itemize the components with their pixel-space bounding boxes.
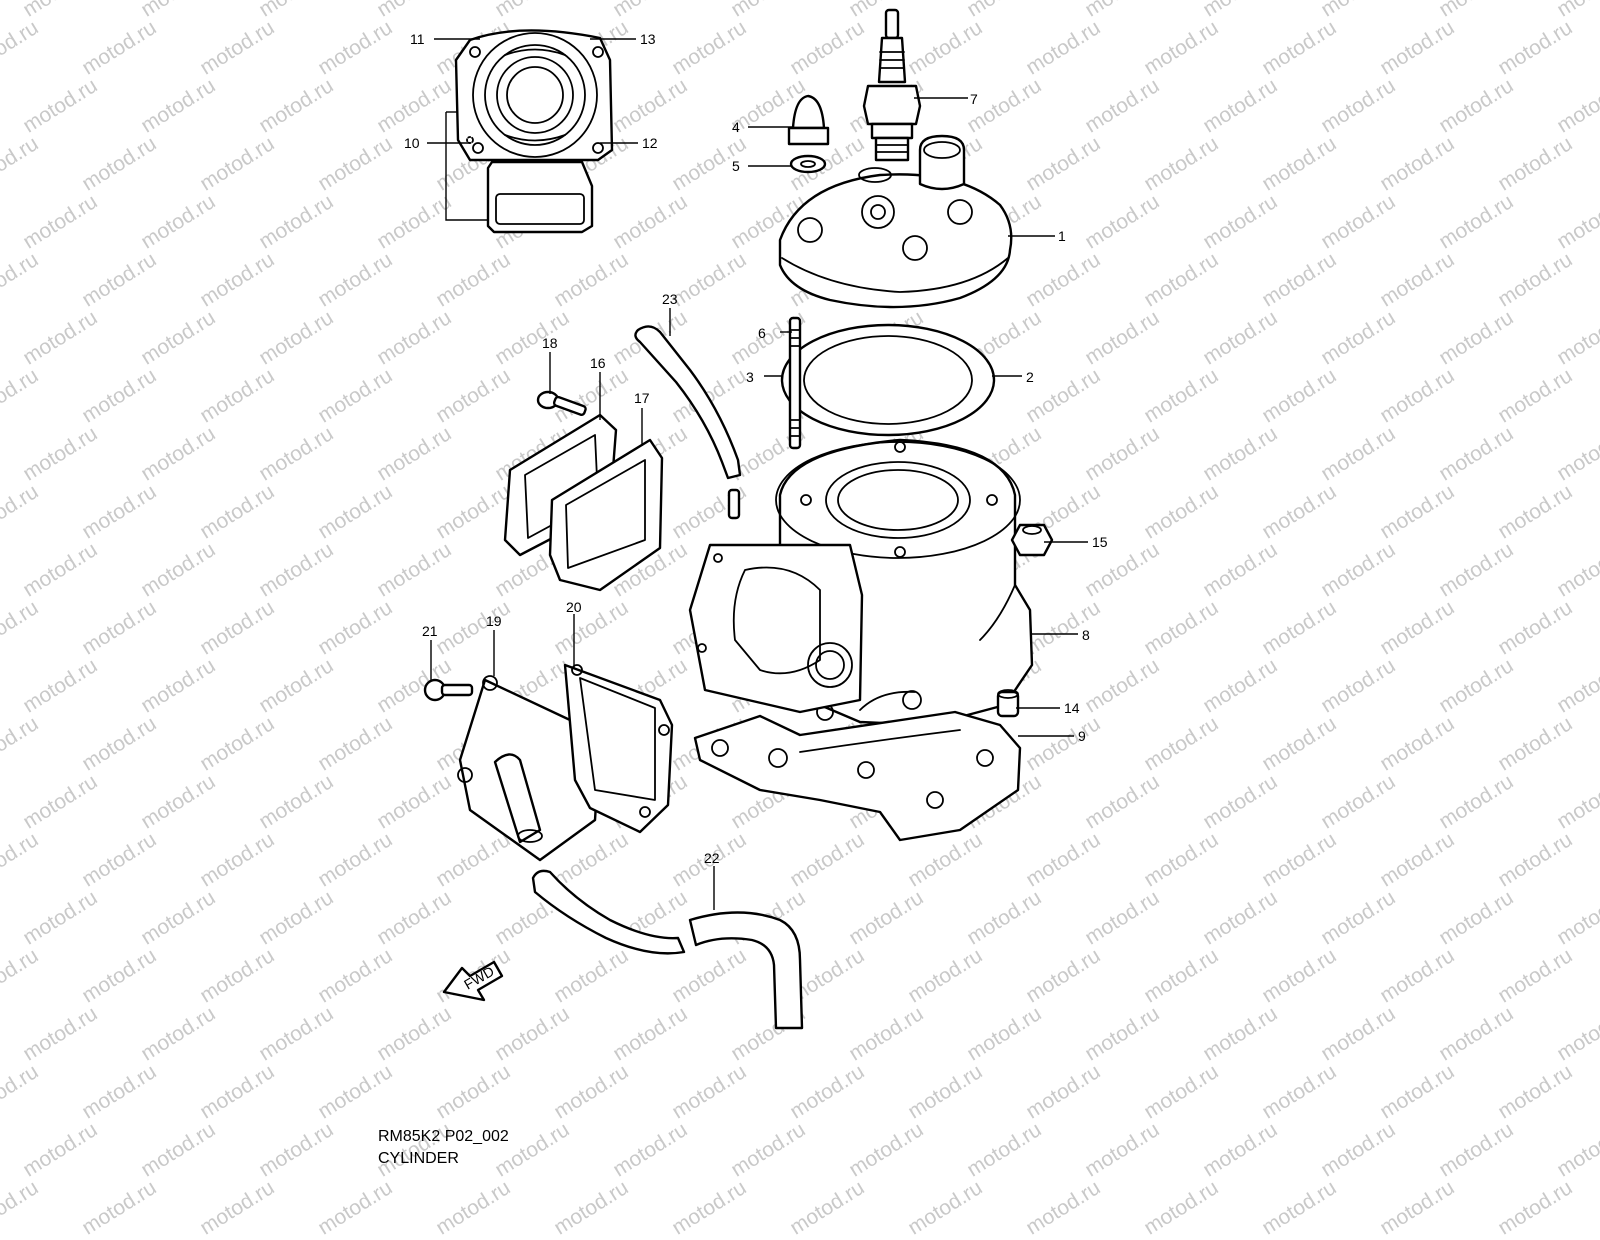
reed-gasket-inner: [548, 438, 664, 592]
callout-6: 6: [758, 325, 766, 341]
callout-7: 7: [970, 91, 978, 107]
callout-22: 22: [704, 850, 720, 866]
callout-20: 20: [566, 599, 582, 615]
callout-15: 15: [1092, 534, 1108, 550]
hose-upper: [634, 325, 742, 480]
spark-plug: [862, 8, 922, 162]
cylinder-head: [778, 134, 1013, 309]
callout-numbers: 11 13 10 12 4 5 7 1 6 3 2 23 18 16 17 15…: [404, 31, 1108, 866]
diagram-code: RM85K2 P02_002: [378, 1128, 509, 1145]
hose-elbow: [688, 911, 804, 1030]
flange-nut: [1010, 523, 1054, 557]
stud-bolt: [788, 316, 802, 450]
callout-5: 5: [732, 158, 740, 174]
inset-gasket-view: [445, 29, 614, 234]
screw-upper: [536, 390, 587, 416]
dowel-pin: [996, 689, 1020, 718]
diagram-title: CYLINDER: [378, 1150, 459, 1167]
callout-16: 16: [590, 355, 606, 371]
cap-nut: [787, 94, 830, 146]
callout-11: 11: [410, 31, 425, 47]
intake-gasket: [563, 663, 674, 834]
callout-14: 14: [1064, 700, 1080, 716]
callout-10: 10: [404, 135, 420, 151]
screw-lower: [423, 678, 474, 702]
intake-cover: [457, 675, 602, 862]
washer: [789, 154, 827, 174]
callout-19: 19: [486, 613, 502, 629]
parts-diagram: FWD 11 13 10 12 4 5 7 1 6: [404, 8, 1108, 1030]
leader-lines: [427, 38, 1088, 910]
hose-lower: [531, 869, 686, 955]
callout-17: 17: [634, 390, 650, 406]
callout-1: 1: [1058, 228, 1066, 244]
forward-arrow: FWD: [442, 960, 504, 1002]
callout-9: 9: [1078, 728, 1086, 744]
callout-8: 8: [1082, 627, 1090, 643]
callout-13: 13: [640, 31, 656, 47]
callout-18: 18: [542, 335, 558, 351]
head-gasket-rings: [780, 323, 996, 437]
base-gasket: [693, 710, 1022, 842]
callout-2: 2: [1026, 369, 1034, 385]
callout-3: 3: [746, 369, 754, 385]
callout-12: 12: [642, 135, 658, 151]
callout-4: 4: [732, 119, 740, 135]
cylinder-block: [688, 438, 1034, 727]
callout-23: 23: [662, 291, 678, 307]
callout-21: 21: [422, 623, 438, 639]
